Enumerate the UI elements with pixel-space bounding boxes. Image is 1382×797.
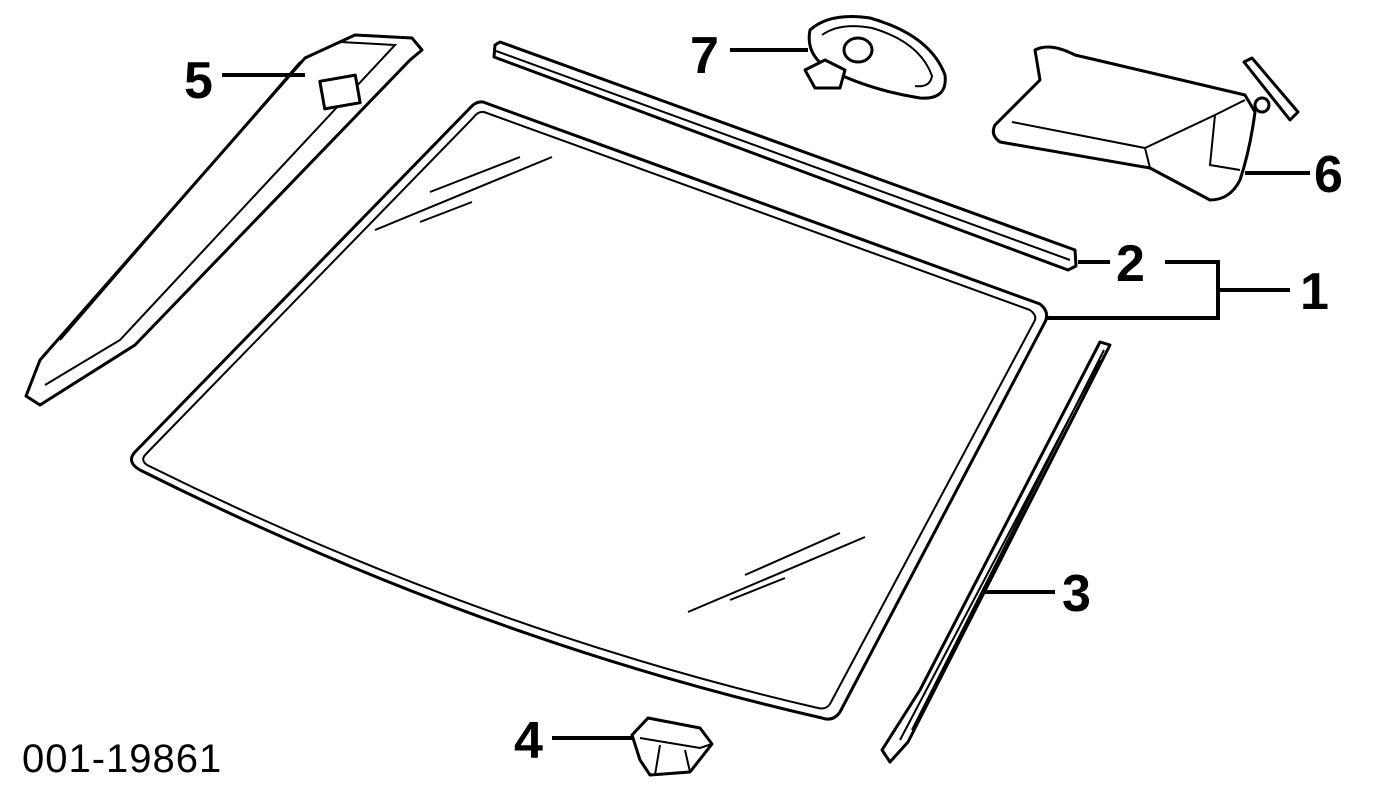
drawing-code: 001-19861 <box>22 737 222 781</box>
callout-6: 6 <box>1314 146 1343 204</box>
callout-2: 2 <box>1116 235 1145 293</box>
callout-4: 4 <box>514 712 543 770</box>
leader-line-1 <box>1045 260 1290 320</box>
sun-visor-part <box>991 45 1300 202</box>
callout-5: 5 <box>184 52 213 110</box>
callout-1: 1 <box>1300 263 1329 321</box>
pillar-trim-part <box>24 33 424 407</box>
rearview-mirror-part <box>803 15 947 100</box>
side-molding-part <box>880 340 1112 764</box>
upper-molding-part <box>492 40 1078 272</box>
callout-7: 7 <box>690 27 719 85</box>
windshield-part <box>129 100 1049 721</box>
clip-part <box>630 716 714 777</box>
callout-3: 3 <box>1062 565 1091 623</box>
